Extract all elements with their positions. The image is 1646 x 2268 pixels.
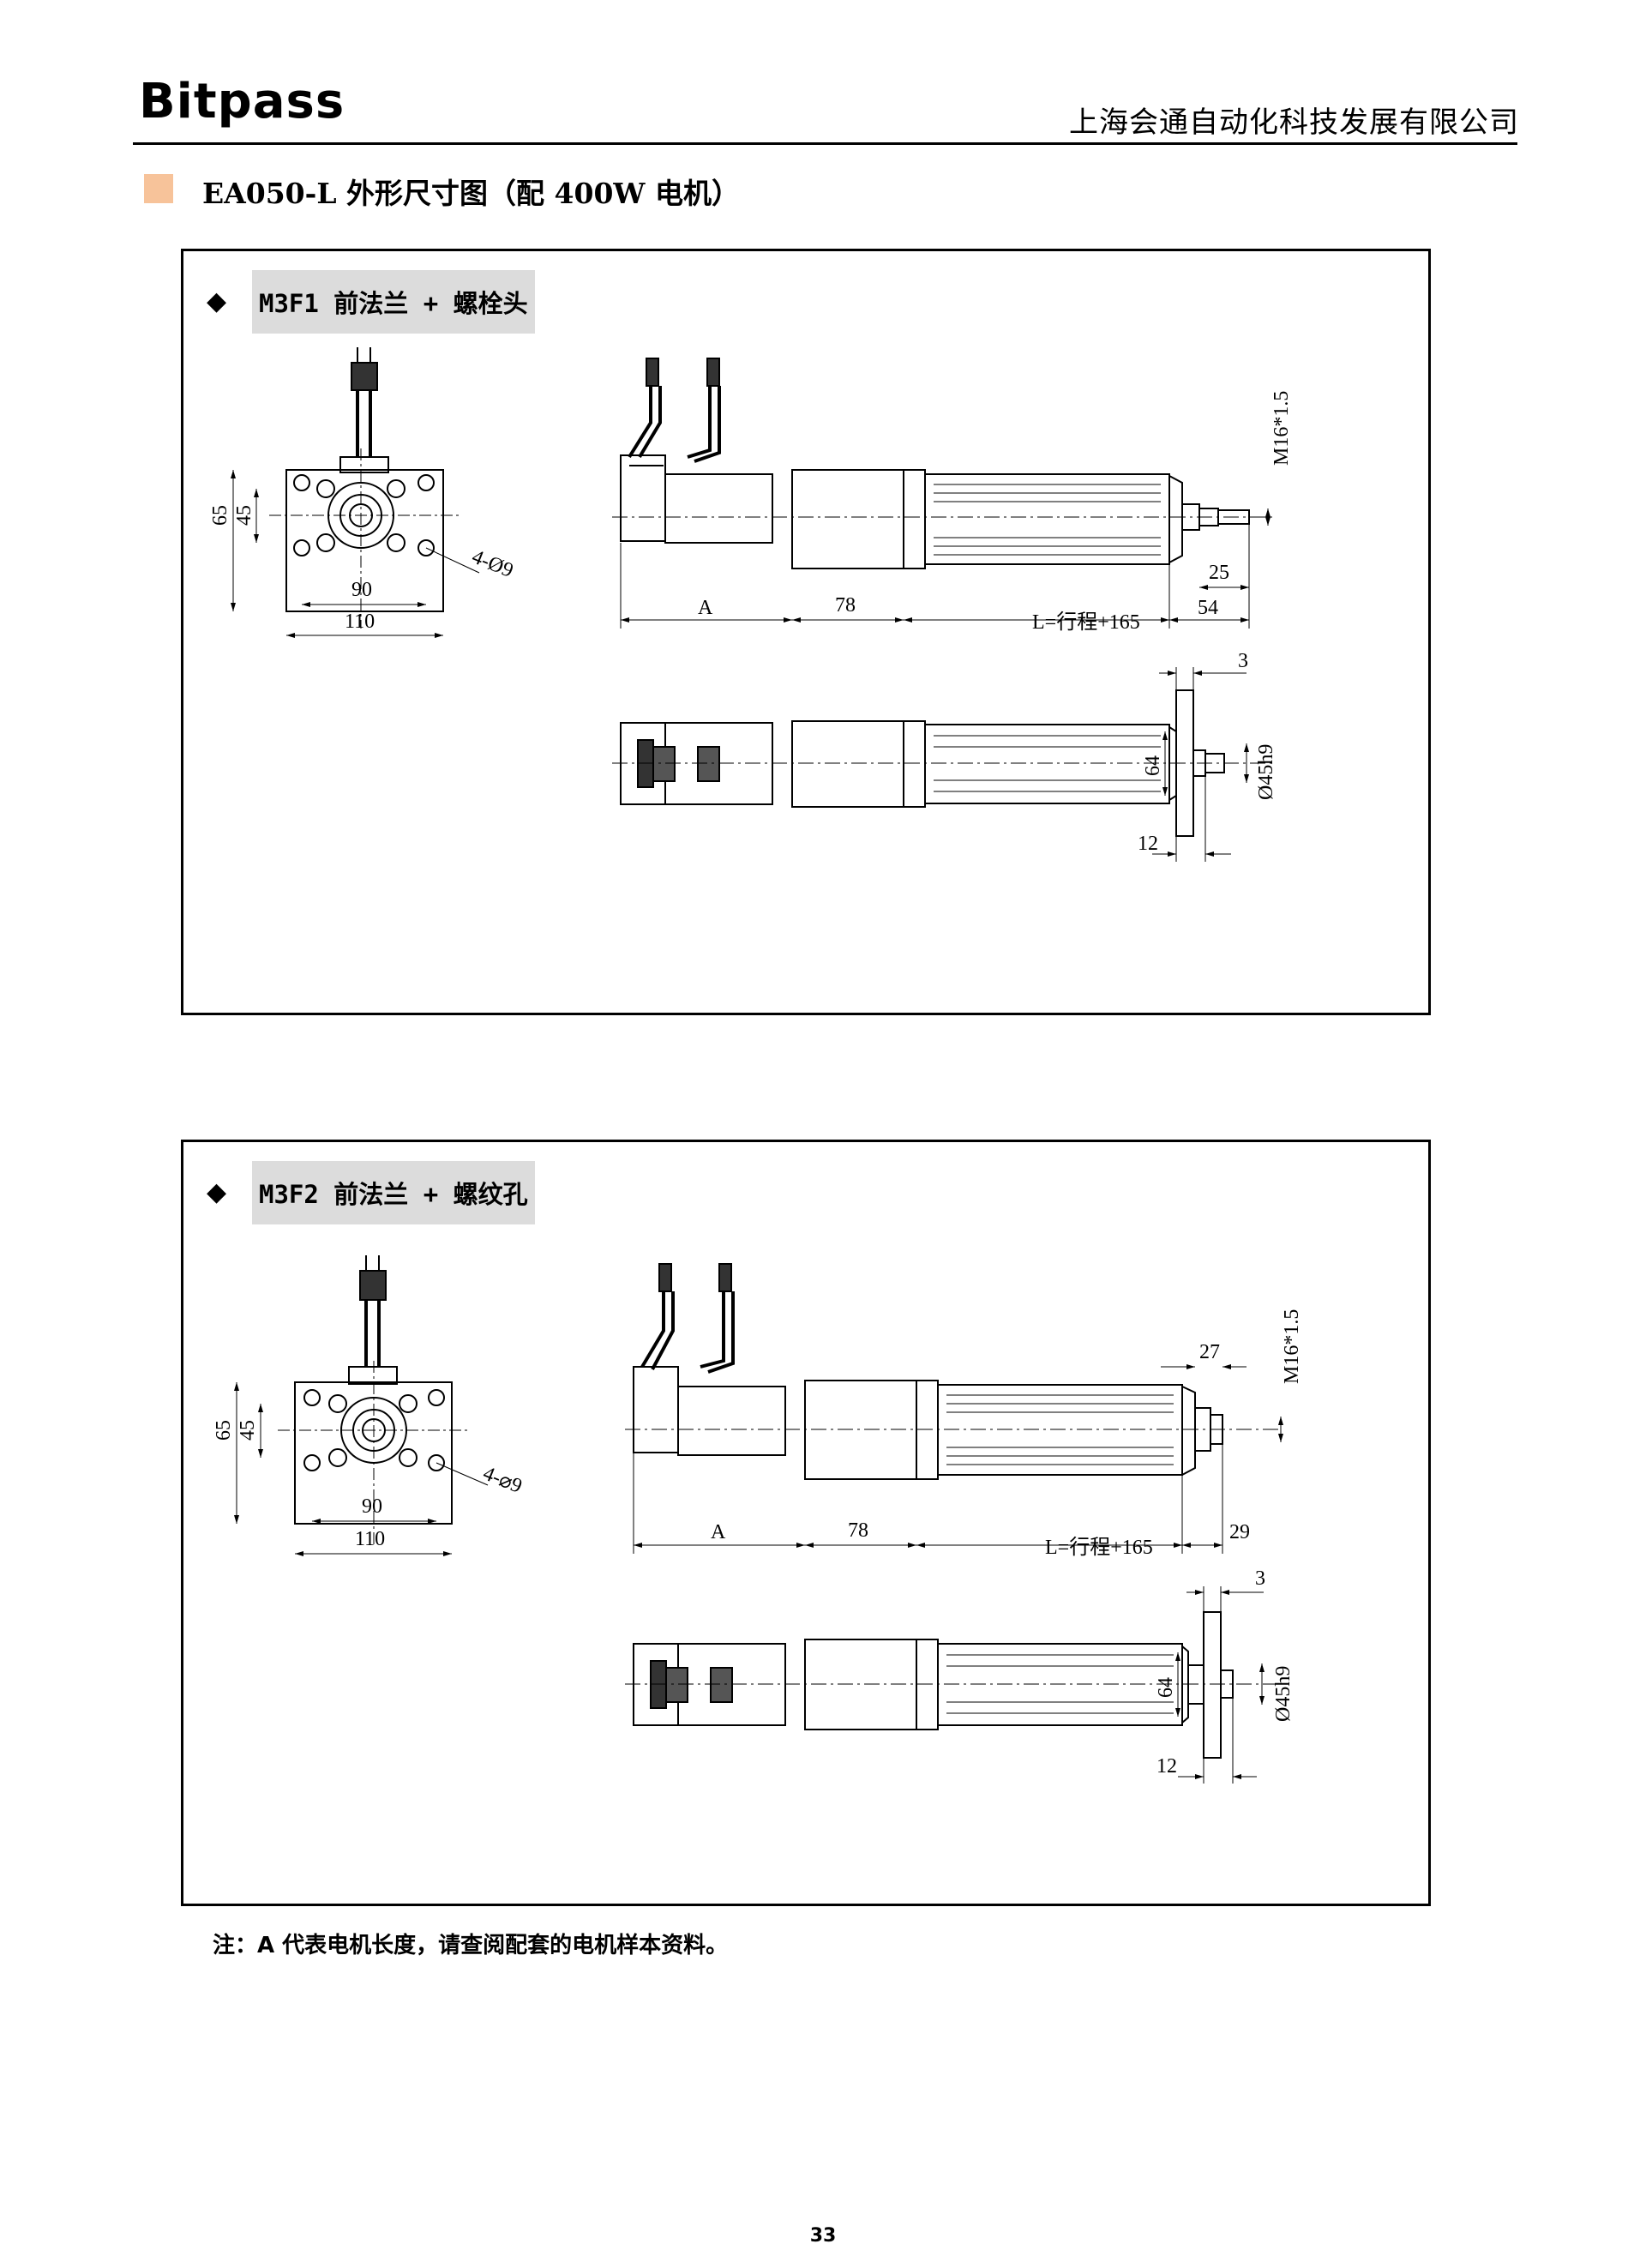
dim-thread: M16*1.5 xyxy=(1281,1309,1303,1384)
connector xyxy=(706,358,720,387)
dimension-drawing: 65 45 90 110 4-Ø9 xyxy=(209,347,1293,862)
cable-gland xyxy=(339,456,389,473)
header-rule xyxy=(133,142,1517,145)
dim-54: 54 xyxy=(1198,597,1218,619)
dim-45: 45 xyxy=(233,505,255,526)
dim-stroke-length: L=行程+165 xyxy=(1032,611,1140,634)
dim-65: 65 xyxy=(209,505,231,526)
dim-dia45: Ø45h9 xyxy=(1272,1666,1295,1722)
side-view xyxy=(625,1263,1283,1554)
dim-3: 3 xyxy=(1255,1567,1265,1590)
dim-45: 45 xyxy=(237,1420,259,1441)
dim-64: 64 xyxy=(1142,755,1164,776)
dim-65: 65 xyxy=(213,1420,235,1441)
dim-dia45: Ø45h9 xyxy=(1255,744,1277,800)
side-view xyxy=(612,358,1272,629)
section-title: EA050-L 外形尺寸图（配 400W 电机） xyxy=(202,177,740,210)
company-name: 上海会通自动化科技发展有限公司 xyxy=(1069,105,1519,140)
dim-27: 27 xyxy=(1199,1341,1220,1363)
connector xyxy=(646,358,659,387)
drawing-panel-m3f1: ◆ M3F1 前法兰 + 螺栓头 xyxy=(181,249,1431,1015)
dim-a: A xyxy=(698,597,713,619)
end-view xyxy=(234,1255,489,1556)
section-marker-icon xyxy=(144,174,173,203)
dim-25: 25 xyxy=(1209,562,1229,584)
dim-stroke-length: L=行程+165 xyxy=(1045,1536,1153,1559)
dim-90: 90 xyxy=(351,579,372,601)
drawing-panel-m3f2: ◆ M3F2 前法兰 + 螺纹孔 xyxy=(181,1140,1431,1906)
logo: Bitpass xyxy=(139,74,345,129)
dim-78: 78 xyxy=(848,1519,868,1542)
top-view xyxy=(612,667,1272,862)
top-view xyxy=(625,1586,1281,1784)
diamond-icon: ◆ xyxy=(207,1177,227,1207)
dim-thread: M16*1.5 xyxy=(1271,391,1293,466)
connector xyxy=(351,362,378,391)
panel-label: M3F1 前法兰 + 螺栓头 xyxy=(252,270,535,334)
end-view xyxy=(231,347,480,638)
dim-90: 90 xyxy=(362,1495,382,1518)
dim-12: 12 xyxy=(1156,1755,1177,1778)
flange-plate xyxy=(285,469,444,612)
dimension-drawing: 65 45 90 110 4-⌀9 xyxy=(213,1255,1303,1784)
dim-78: 78 xyxy=(835,594,856,617)
dim-holes: 4-⌀9 xyxy=(480,1462,526,1498)
dim-110: 110 xyxy=(355,1528,385,1550)
dim-64: 64 xyxy=(1155,1677,1177,1698)
dim-3: 3 xyxy=(1238,650,1248,672)
dim-12: 12 xyxy=(1138,833,1158,855)
dim-holes: 4-Ø9 xyxy=(469,545,516,582)
dim-29: 29 xyxy=(1229,1521,1250,1543)
page-number: 33 xyxy=(809,2225,837,2247)
footnote: 注：A 代表电机长度，请查阅配套的电机样本资料。 xyxy=(213,1933,729,1958)
dim-110: 110 xyxy=(345,611,375,633)
diamond-icon: ◆ xyxy=(207,286,227,316)
dim-a: A xyxy=(711,1521,726,1543)
panel-label: M3F2 前法兰 + 螺纹孔 xyxy=(252,1161,535,1224)
